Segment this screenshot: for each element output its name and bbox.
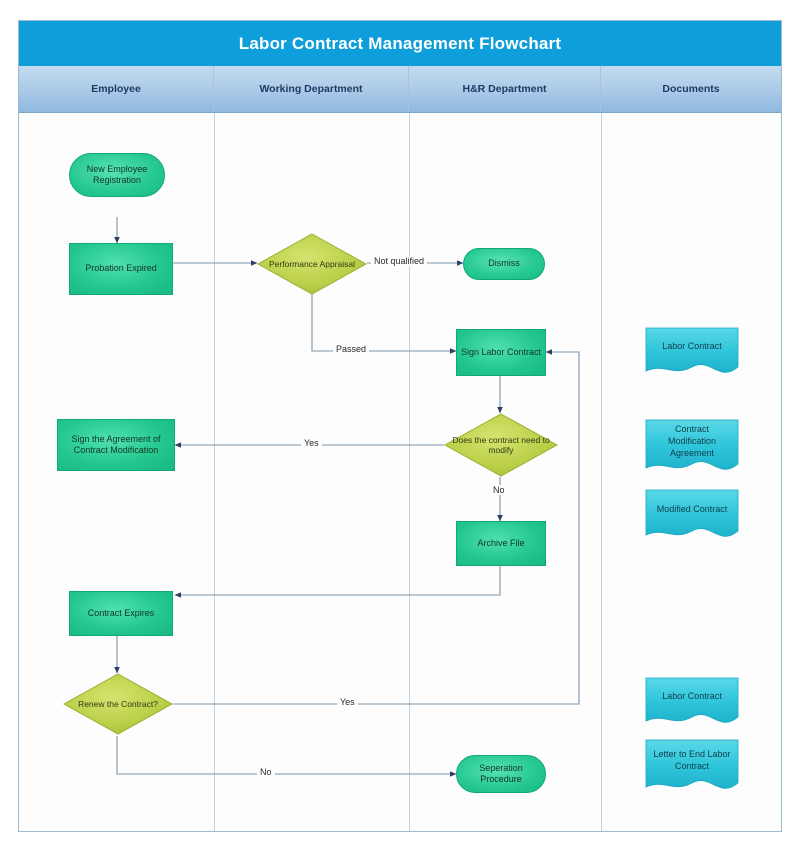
edge-label-not-qualified: Not qualified [371,256,428,266]
edge-label-passed: Passed [333,344,370,354]
document-modified-contract-label: Modified Contract [656,504,728,515]
node-sign-labor-contract[interactable]: Sign Labor Contract [456,329,546,376]
document-contract-modification-agreement[interactable]: Contract Modification Agreement [645,419,739,477]
document-letter-to-end-labor-contract-label: Letter to End Labor Contract [653,749,731,771]
document-shape-icon [645,739,739,789]
edge-label-renew-yes: Yes [337,697,358,707]
edge-label-renew-no: No [257,767,275,777]
lane-header-employee: Employee [19,66,214,112]
chart-title-band: Labor Contract Management Flowchart [19,21,781,66]
node-contract-expires[interactable]: Contract Expires [69,591,173,636]
document-contract-modification-agreement-label: Contract Modification Agreement [667,424,717,458]
page-title: Labor Contract Management Flowchart [238,33,562,53]
document-shape-icon [645,489,739,537]
lane-header-employee-label: Employee [91,83,141,95]
node-seperation-procedure-label: Seperation Procedure [479,762,523,784]
lane-separator-1 [214,113,215,831]
node-new-employee-registration-label: New Employee Registration [86,163,148,185]
lane-header-hr-department: H&R Department [409,66,601,112]
document-shape-icon [645,419,739,470]
node-renew-the-contract[interactable]: Renew the Contract? [63,673,173,735]
chart-frame: Labor Contract Management Flowchart Empl… [18,20,782,832]
node-sign-labor-contract-label: Sign Labor Contract [460,346,542,357]
lane-header-row: Employee Working Department H&R Departme… [19,66,781,113]
diamond-shape-icon [63,673,173,735]
node-seperation-procedure[interactable]: Seperation Procedure [456,755,546,793]
node-new-employee-registration[interactable]: New Employee Registration [69,153,165,197]
document-labor-contract-2[interactable]: Labor Contract [645,677,739,729]
lane-header-documents-label: Documents [662,83,720,95]
lane-header-hr-department-label: H&R Department [462,83,547,95]
lane-header-documents: Documents [601,66,781,112]
node-contract-expires-label: Contract Expires [87,607,155,618]
node-archive-file[interactable]: Archive File [456,521,546,566]
node-does-contract-need-modify[interactable]: Does the contract need to modify [444,413,558,477]
node-performance-appraisal-label: Performance Appraisal [269,258,355,269]
lane-separator-2 [409,113,410,831]
node-archive-file-label: Archive File [477,537,525,548]
node-sign-agreement-modification[interactable]: Sign the Agreement of Contract Modificat… [57,419,175,471]
node-dismiss-label: Dismiss [488,258,520,269]
document-labor-contract-1[interactable]: Labor Contract [645,327,739,379]
document-letter-to-end-labor-contract[interactable]: Letter to End Labor Contract [645,739,739,795]
document-labor-contract-1-label: Labor Contract [662,341,722,352]
node-probation-expired-label: Probation Expired [85,263,157,274]
diamond-shape-icon [444,413,558,477]
node-dismiss[interactable]: Dismiss [463,248,545,280]
diamond-shape-icon [257,233,367,295]
document-labor-contract-2-label: Labor Contract [662,691,722,702]
document-shape-icon [645,327,739,373]
edge-label-modify-no: No [490,485,508,495]
node-performance-appraisal[interactable]: Performance Appraisal [257,233,367,295]
node-probation-expired[interactable]: Probation Expired [69,243,173,295]
document-shape-icon [645,677,739,723]
lane-header-working-department: Working Department [214,66,409,112]
lane-header-working-department-label: Working Department [259,83,363,95]
node-sign-agreement-modification-label: Sign the Agreement of Contract Modificat… [71,433,161,455]
node-does-contract-need-modify-label: Does the contract need to modify [452,434,550,455]
node-renew-the-contract-label: Renew the Contract? [78,698,158,709]
document-modified-contract[interactable]: Modified Contract [645,489,739,543]
lane-separator-3 [601,113,602,831]
edge-label-modify-yes: Yes [301,438,322,448]
